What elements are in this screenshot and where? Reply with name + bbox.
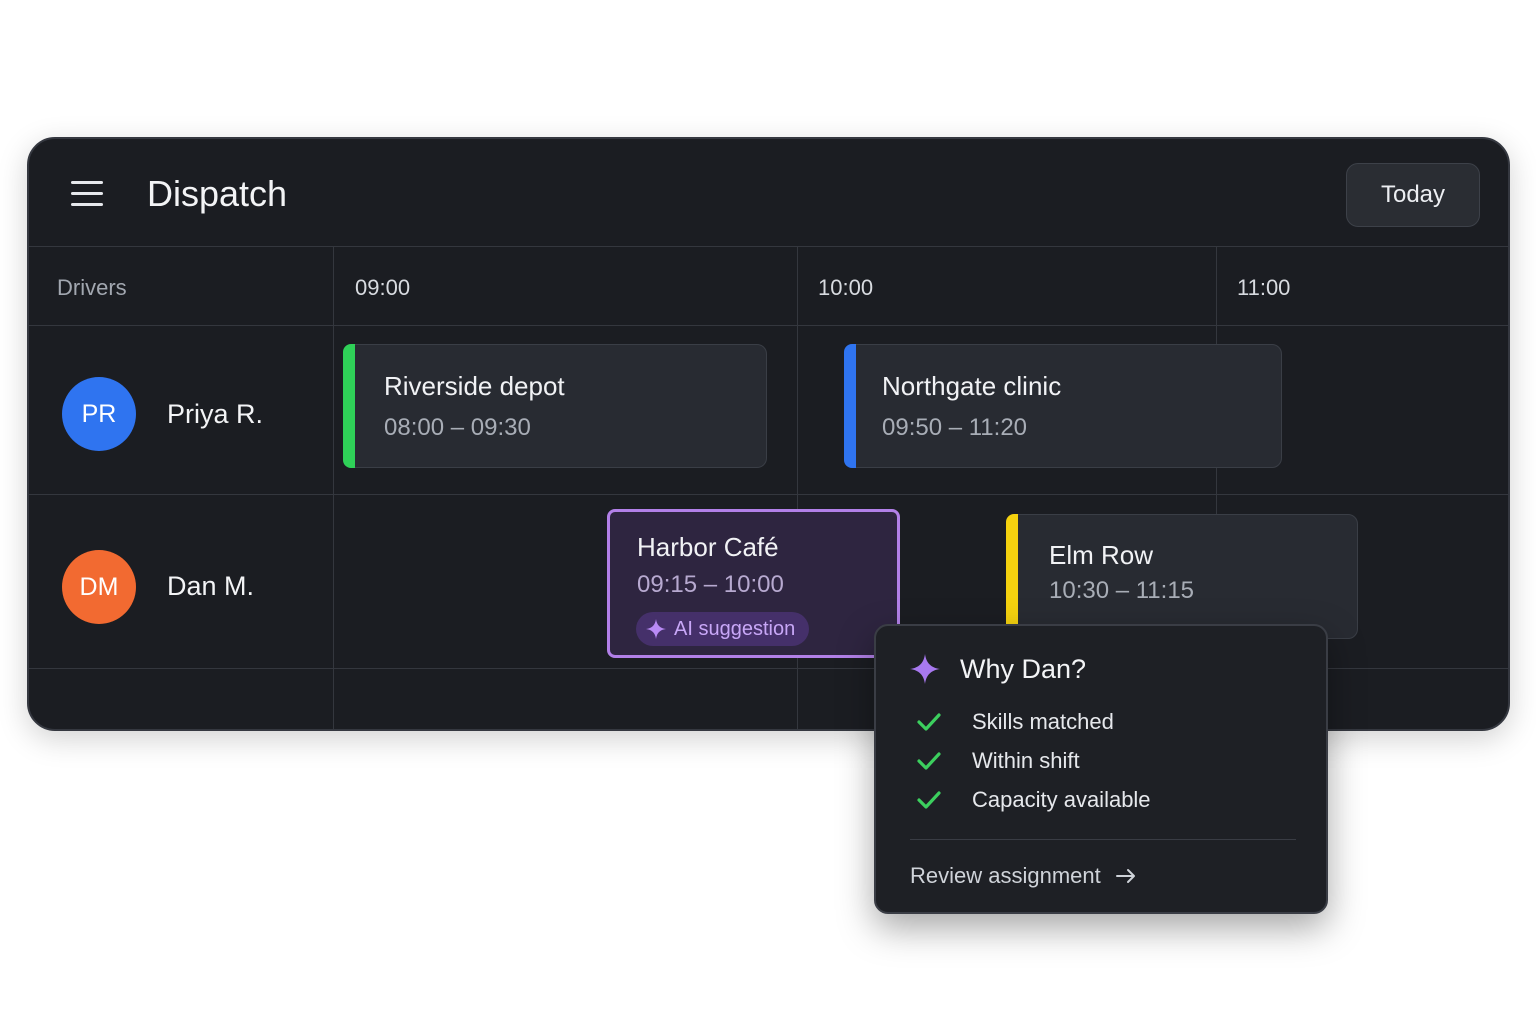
avatar[interactable]: PR bbox=[62, 377, 136, 451]
reason-text: Within shift bbox=[972, 748, 1080, 773]
job-status-bar bbox=[844, 344, 856, 468]
page-title: Dispatch bbox=[147, 173, 288, 214]
reason-item: Within shift bbox=[916, 748, 1080, 773]
grid-divider bbox=[797, 247, 798, 729]
check-icon bbox=[917, 791, 941, 809]
check-icon bbox=[917, 752, 941, 770]
job-time: 10:30 – 11:15 bbox=[1049, 577, 1195, 604]
job-title: Northgate clinic bbox=[882, 371, 1062, 401]
reason-item: Capacity available bbox=[916, 787, 1151, 812]
popover-divider bbox=[910, 839, 1296, 840]
grid-divider bbox=[29, 494, 1508, 495]
review-assignment-link[interactable]: Review assignment bbox=[910, 863, 1137, 889]
job-status-bar bbox=[1006, 514, 1018, 639]
grid-divider bbox=[29, 325, 1508, 326]
popover-title: Why Dan? bbox=[960, 654, 1087, 684]
review-assignment-label: Review assignment bbox=[910, 863, 1101, 888]
job-time: 09:50 – 11:20 bbox=[882, 414, 1028, 441]
job-title: Riverside depot bbox=[384, 371, 565, 401]
time-column-header: 10:00 bbox=[818, 275, 874, 300]
sparkle-icon bbox=[910, 654, 940, 684]
hamburger-menu-icon[interactable] bbox=[71, 181, 105, 207]
job-time: 08:00 – 09:30 bbox=[384, 414, 531, 441]
job-title: Elm Row bbox=[1049, 540, 1154, 570]
ai-suggestion-badge[interactable]: AI suggestion bbox=[636, 612, 810, 646]
driver-name: Dan M. bbox=[167, 571, 255, 601]
ai-suggestion-label: AI suggestion bbox=[674, 617, 796, 640]
job-title: Harbor Café bbox=[637, 532, 779, 562]
driver-name: Priya R. bbox=[167, 399, 264, 429]
dispatch-panel: Dispatch Today Drivers 09:00 10:00 11:00… bbox=[27, 137, 1510, 731]
check-icon bbox=[917, 713, 941, 731]
today-button[interactable]: Today bbox=[1346, 163, 1480, 227]
job-card-northgate-clinic[interactable]: Northgate clinic 09:50 – 11:20 bbox=[844, 344, 1282, 468]
avatar[interactable]: DM bbox=[62, 550, 136, 624]
job-card-riverside-depot[interactable]: Riverside depot 08:00 – 09:30 bbox=[343, 344, 767, 468]
reason-text: Capacity available bbox=[972, 787, 1151, 812]
grid-divider bbox=[1216, 247, 1217, 729]
sparkle-icon bbox=[646, 619, 666, 639]
job-status-bar bbox=[343, 344, 355, 468]
time-column-header: 09:00 bbox=[355, 275, 411, 300]
time-column-header: 11:00 bbox=[1237, 275, 1291, 300]
job-time: 09:15 – 10:00 bbox=[637, 571, 784, 598]
reason-item: Skills matched bbox=[916, 709, 1114, 734]
why-dan-popover: Why Dan? Skills matched Within shift Cap… bbox=[874, 624, 1328, 914]
arrow-right-icon bbox=[1115, 869, 1135, 883]
job-card-harbor-cafe[interactable]: Harbor Café 09:15 – 10:00 AI suggestion bbox=[607, 509, 900, 658]
header: Dispatch Today bbox=[29, 139, 1508, 247]
grid-divider bbox=[333, 247, 334, 729]
job-card-elm-row[interactable]: Elm Row 10:30 – 11:15 bbox=[1006, 514, 1358, 639]
reason-text: Skills matched bbox=[972, 709, 1114, 734]
drivers-column-header: Drivers bbox=[57, 275, 127, 300]
grid-divider bbox=[29, 668, 1508, 669]
